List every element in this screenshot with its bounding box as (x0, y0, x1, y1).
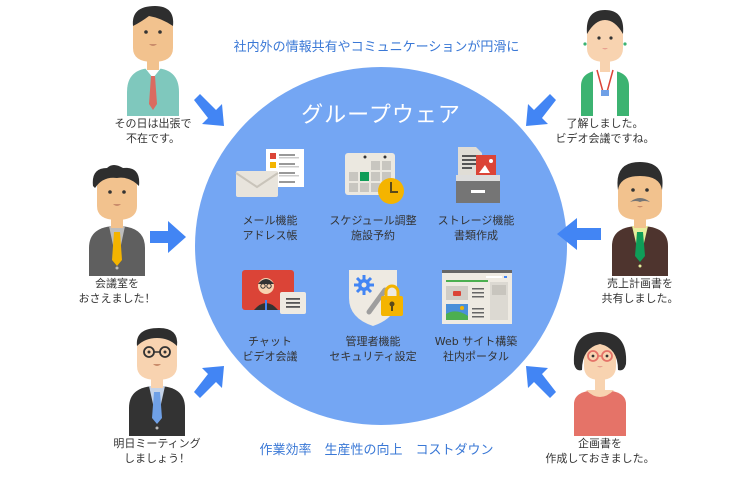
person-middle-left: 会議室を おさえました！ (52, 164, 182, 306)
person-bottom-left-line2: しましょう！ (124, 452, 190, 465)
feature-chat-line2: ビデオ会議 (242, 350, 298, 363)
groupware-title: グループウェア (301, 103, 461, 128)
benefits-text: 作業効率 生産性の向上 コストダウン (259, 443, 494, 458)
arrow-down-right-icon (194, 94, 224, 126)
mail-addressbook-icon (230, 147, 310, 207)
feature-storage: ストレージ機能 書類作成 (421, 147, 531, 243)
person-middle-left-line2: おさえました！ (78, 292, 156, 305)
feature-mail: メール機能 アドレス帳 (215, 147, 325, 243)
person-bottom-left: 明日ミーティング しましょう！ (92, 324, 222, 466)
arrow-down-left-icon (526, 94, 556, 126)
woman-glasses-icon (573, 332, 627, 436)
chat-video-icon (230, 268, 310, 328)
person-middle-right: 売上計画書を 共有しました。 (575, 160, 705, 306)
feature-storage-line2: 書類作成 (454, 229, 498, 242)
storage-files-icon (436, 147, 516, 207)
groupware-circle (195, 67, 567, 425)
person-top-right: 了解しました。 ビデオ会議ですね。 (540, 8, 670, 146)
businesswoman-icon (581, 10, 629, 116)
arrow-middle-left (150, 221, 186, 253)
arrow-left-icon (557, 218, 601, 250)
feature-schedule-line1: スケジュール調整 (329, 214, 417, 227)
tagline: 社内外の情報共有やコミュニケーションが円滑に (233, 40, 520, 55)
arrow-bottom-right (522, 364, 558, 400)
feature-chat-line1: チャット (248, 335, 292, 348)
person-middle-left-line1: 会議室を (95, 277, 139, 290)
feature-storage-line1: ストレージ機能 (437, 214, 515, 227)
person-middle-right-line2: 共有しました。 (601, 292, 679, 305)
feature-admin: 管理者機能 セキュリティ設定 (318, 268, 428, 364)
feature-schedule: スケジュール調整 施設予約 (318, 147, 428, 243)
feature-mail-line1: メール機能 (242, 214, 298, 227)
arrow-top-right (522, 92, 558, 128)
person-bottom-right-line2: 作成しておきました。 (545, 452, 655, 465)
feature-mail-line2: アドレス帳 (242, 229, 298, 242)
feature-website: Web サイト構築 社内ポータル (421, 268, 531, 364)
arrow-bottom-left (192, 364, 228, 400)
person-top-left-line2: 不在です。 (126, 132, 180, 145)
person-bottom-right: 企画書を 作成しておきました。 (535, 330, 665, 466)
admin-security-icon (333, 268, 413, 328)
person-top-right-line2: ビデオ会議ですね。 (555, 132, 655, 145)
arrow-up-left-icon (526, 366, 556, 398)
feature-admin-line2: セキュリティ設定 (329, 350, 417, 363)
person-bottom-right-line1: 企画書を (578, 437, 622, 450)
website-portal-icon (436, 268, 516, 328)
feature-schedule-line2: 施設予約 (351, 229, 395, 242)
arrow-up-right-icon (194, 366, 224, 398)
manager-mustache-icon (612, 162, 668, 276)
arrow-top-left (192, 92, 228, 128)
businessman-icon (89, 165, 145, 276)
person-top-left-line1: その日は出張で (114, 117, 192, 130)
arrow-right-icon (150, 221, 186, 253)
person-bottom-left-line1: 明日ミーティング (113, 437, 201, 450)
feature-admin-line1: 管理者機能 (345, 335, 401, 348)
feature-chat: チャット ビデオ会議 (215, 268, 325, 364)
feature-website-line1: Web サイト構築 (434, 335, 518, 348)
calendar-clock-icon (333, 147, 413, 207)
businessman-glasses-icon (129, 328, 185, 436)
person-top-right-line1: 了解しました。 (566, 117, 644, 130)
person-middle-right-line1: 売上計画書を (607, 277, 673, 290)
person-top-left: その日は出張で 不在です。 (88, 4, 218, 146)
businessman-icon (127, 6, 179, 116)
arrow-middle-right (557, 218, 601, 250)
feature-website-line2: 社内ポータル (443, 350, 509, 363)
